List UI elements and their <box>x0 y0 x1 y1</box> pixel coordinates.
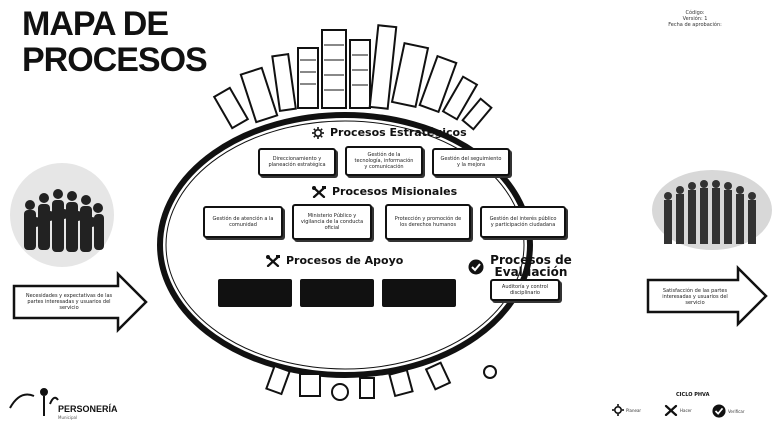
missional-process-box-2: Ministerio Público y vigilancia de la co… <box>292 204 372 240</box>
output-arrow-text: Satisfacción de las partes interesadas y… <box>662 288 728 306</box>
missional-process-box-4: Gestión del interés público y participac… <box>480 206 566 238</box>
strategic-process-box-3: Gestión del seguimiento y la mejora <box>432 148 510 176</box>
document-date: Fecha de aprobación: <box>668 22 722 28</box>
gear-icon <box>312 126 324 139</box>
input-arrow-left <box>12 270 148 334</box>
legend-label-do: Hacer <box>680 408 692 413</box>
legend-label-check: Verificar <box>728 409 745 414</box>
city-skyline-top <box>212 24 493 131</box>
legend-label-plan: Planear <box>626 408 642 413</box>
missional-process-box-3: Protección y promoción de los derechos h… <box>385 204 471 240</box>
strategic-process-box-1: Direccionamiento y planeación estratégic… <box>258 148 336 176</box>
legend-item-plan: Planear <box>612 404 641 417</box>
title-line-1: MAPA DE <box>22 5 169 43</box>
title-line-2: PROCESOS <box>22 41 208 79</box>
gear-icon <box>612 404 624 417</box>
support-processes-title: Procesos de Apoyo <box>266 254 403 267</box>
evaluation-processes-title: Procesos de Evaluación <box>488 254 574 278</box>
document-code: Código: <box>685 10 705 16</box>
cycle-legend-title: CICLO PHVA <box>676 392 710 398</box>
page-title: MAPA DE PROCESOS <box>22 5 208 79</box>
check-circle-icon <box>468 259 484 279</box>
support-process-box-2 <box>300 279 374 307</box>
citizens-crowd-right <box>652 170 772 250</box>
strategic-processes-title: Procesos Estratégicos <box>312 126 467 139</box>
tools-icon <box>664 404 678 417</box>
personeria-logo-figure <box>9 388 59 416</box>
evaluation-process-box: Auditoría y control disciplinario <box>490 279 560 301</box>
logo-name: PERSONERÍA <box>58 404 118 414</box>
support-process-box-3 <box>382 279 456 307</box>
missional-process-box-1: Gestión de atención a la comunidad <box>203 206 283 238</box>
city-skyline-bottom <box>265 361 497 401</box>
output-arrow-right <box>646 264 768 328</box>
missional-processes-label: Procesos Misionales <box>332 185 458 198</box>
tools-icon <box>266 254 280 267</box>
document-version: Versión: 1 <box>682 16 708 22</box>
evaluation-title-line-2: Evaluación <box>494 265 568 279</box>
document-info: Código: Versión: 1 Fecha de aprobación: <box>660 10 730 28</box>
check-circle-icon <box>712 404 726 419</box>
logo-subtitle: Municipal <box>58 415 78 420</box>
tools-icon <box>312 185 326 198</box>
strategic-processes-label: Procesos Estratégicos <box>330 126 467 139</box>
evaluation-title-line-1: Procesos de <box>490 253 572 267</box>
input-arrow-text: Necesidades y expectativas de las partes… <box>25 293 113 311</box>
support-processes-label: Procesos de Apoyo <box>286 254 404 267</box>
legend-item-check: Verificar <box>712 404 744 419</box>
process-cycle-ellipse <box>157 112 533 378</box>
support-process-box-1 <box>218 279 292 307</box>
missional-processes-title: Procesos Misionales <box>312 185 457 198</box>
legend-item-do: Hacer <box>664 404 692 417</box>
citizens-crowd-left <box>10 163 114 267</box>
strategic-process-box-2: Gestión de la tecnología, información y … <box>345 146 423 176</box>
